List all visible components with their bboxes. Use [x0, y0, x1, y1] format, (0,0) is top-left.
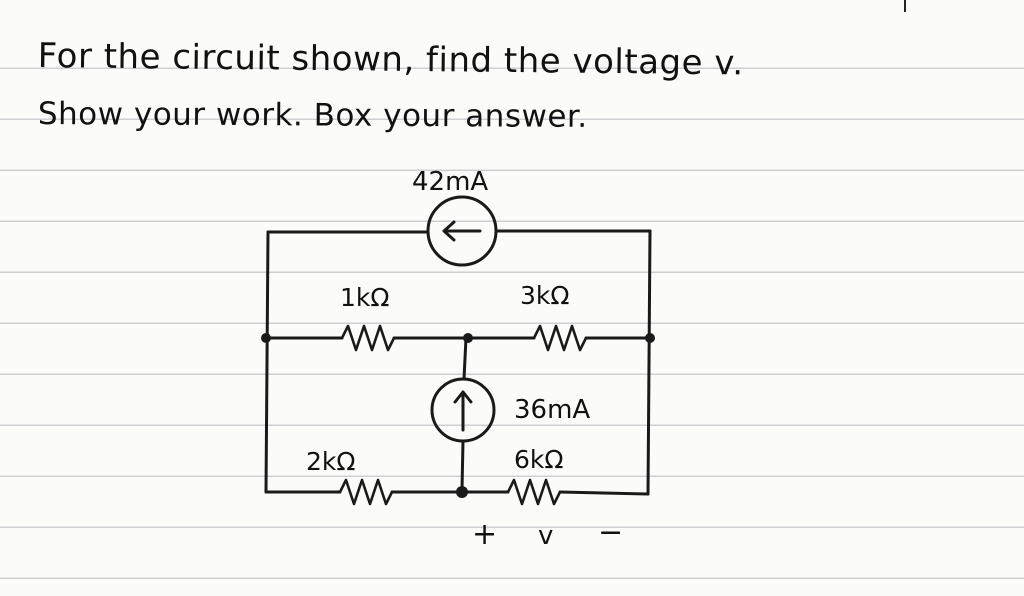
- vertical-wire-upper: [462, 336, 468, 381]
- voltage-v-label: v: [538, 521, 553, 551]
- voltage-minus-sign: −: [598, 515, 623, 550]
- right-wire: [646, 229, 652, 496]
- resistor-6k-label: 6kΩ: [514, 445, 564, 474]
- resistor-1k: [340, 324, 396, 352]
- vertical-wire-lower: [460, 439, 465, 492]
- left-wire: [264, 230, 270, 494]
- resistor-6k: [506, 478, 562, 506]
- mid-source-label: 36mA: [514, 395, 590, 425]
- resistor-3k: [532, 324, 588, 352]
- left-arrow-icon: [442, 220, 482, 242]
- up-arrow-icon: [453, 390, 473, 432]
- top-current-source: [426, 195, 498, 267]
- margin-mark: [904, 0, 906, 12]
- resistor-2k: [338, 478, 394, 506]
- node-right: [645, 333, 655, 343]
- bottom-wire-right: [558, 490, 650, 496]
- resistor-3k-label: 3kΩ: [520, 281, 570, 310]
- resistor-1k-label: 1kΩ: [340, 283, 390, 312]
- resistor-2k-label: 2kΩ: [306, 447, 356, 476]
- mid-current-source: [430, 377, 496, 443]
- top-source-label: 42mA: [412, 167, 488, 197]
- voltage-plus-sign: +: [472, 517, 497, 552]
- node-center-bottom: [456, 486, 468, 498]
- node-left: [261, 333, 271, 343]
